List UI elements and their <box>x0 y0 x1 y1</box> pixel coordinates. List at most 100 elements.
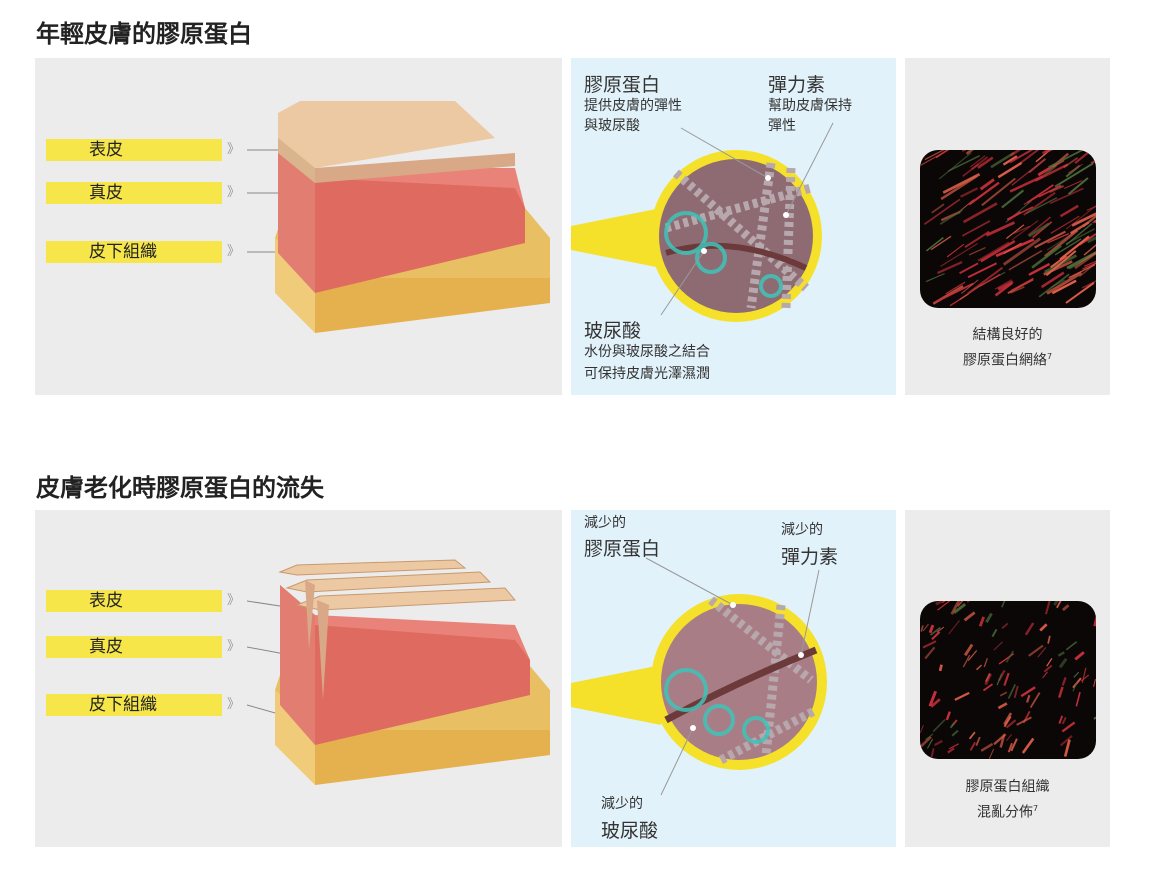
caption-line-1: 膠原蛋白組織 <box>965 779 1050 795</box>
collagen-fiber-streak <box>1001 622 1009 629</box>
collagen-fiber-streak <box>1048 150 1084 168</box>
collagen-fiber-streak <box>920 735 932 749</box>
collagen-fiber-streak <box>1020 686 1036 698</box>
collagen-fiber-streak <box>1074 651 1085 661</box>
collagen-fiber-streak <box>932 718 946 733</box>
collagen-fiber-streak <box>1009 150 1034 164</box>
collagen-fiber-streak <box>930 698 941 708</box>
collagen-fiber-streak <box>1007 684 1016 699</box>
collagen-fiber-streak <box>968 246 986 256</box>
collagen-fiber-streak <box>951 729 959 737</box>
collagen-fiber-streak <box>938 152 972 180</box>
section-title-young: 年輕皮膚的膠原蛋白 <box>36 20 252 48</box>
collagen-fiber-streak <box>1005 650 1015 663</box>
collagen-fiber-streak <box>1027 216 1052 237</box>
collagen-fiber-streak <box>941 601 946 604</box>
collagen-fiber-streak <box>1039 623 1048 632</box>
collagen-fiber-streak <box>966 601 971 603</box>
collagen-fiber-streak <box>1054 162 1094 188</box>
collagen-fiber-streak <box>920 625 924 632</box>
collagen-fiber-streak <box>961 220 991 237</box>
collagen-fiber-streak <box>1059 734 1073 747</box>
collagen-fiber-streak <box>1061 721 1076 733</box>
collagen-fiber-streak <box>1028 262 1051 276</box>
collagen-fiber-streak <box>985 221 1016 237</box>
collagen-fiber-streak <box>999 691 1008 697</box>
collagen-fiber-streak <box>1086 205 1096 212</box>
collagen-fiber-streak <box>928 624 935 634</box>
collagen-prefix: 減少的 <box>584 515 626 531</box>
collagen-fiber-streak <box>1058 715 1064 724</box>
collagen-fiber-streak <box>1009 174 1044 193</box>
collagen-fiber-streak <box>1006 734 1013 742</box>
collagen-fiber-streak <box>1065 641 1078 651</box>
collagen-fiber-streak <box>1056 601 1062 609</box>
chevron-icon: 》 <box>227 593 241 608</box>
collagen-fiber-streak <box>1043 260 1073 276</box>
micrograph-panel: 結構良好的 膠原蛋白網絡7 <box>905 58 1110 395</box>
caption-text: 膠原蛋白網絡 <box>962 352 1047 369</box>
collagen-fiber-streak <box>1061 716 1067 725</box>
collagen-fiber-streak <box>962 202 998 224</box>
collagen-fiber-streak <box>1008 250 1043 271</box>
collagen-fiber-streak <box>995 238 1035 258</box>
collagen-fiber-streak <box>999 734 1006 748</box>
collagen-fiber-streak <box>1003 672 1010 686</box>
collagen-fiber-streak <box>1038 184 1062 198</box>
collagen-fiber-streak <box>996 673 1003 686</box>
section-title-aging: 皮膚老化時膠原蛋白的流失 <box>36 474 324 502</box>
collagen-fiber-streak <box>980 240 1016 263</box>
collagen-fiber-streak <box>956 601 964 607</box>
collagen-fiber-streak <box>945 281 966 295</box>
collagen-fiber-streak <box>1003 242 1022 255</box>
collagen-fiber-streak <box>925 273 945 283</box>
collagen-fiber-streak <box>1007 742 1013 753</box>
collagen-fiber-streak <box>929 626 941 636</box>
collagen-desc-1: 提供皮膚的彈性 <box>584 98 682 114</box>
collagen-fiber-streak <box>1003 712 1013 726</box>
collagen-fiber-streak <box>925 733 934 741</box>
collagen-fiber-streak <box>965 150 974 155</box>
collagen-fiber-streak <box>1050 215 1080 234</box>
hyaluronic-title: 玻尿酸 <box>584 320 642 342</box>
collagen-fiber-streak <box>994 279 1012 290</box>
collagen-fiber-streak <box>1006 211 1022 222</box>
collagen-fiber-streak <box>1001 189 1025 209</box>
collagen-fiber-streak <box>939 209 963 225</box>
collagen-fiber-streak <box>1074 251 1096 270</box>
hyaluronic-desc-1: 水份與玻尿酸之結合 <box>584 344 710 360</box>
collagen-fiber-streak <box>1049 187 1084 205</box>
collagen-fiber-streak <box>1079 232 1096 246</box>
chevron-icon: 》 <box>227 697 241 712</box>
layer-label-epidermis: 表皮 <box>46 139 222 161</box>
collagen-fiber-streak <box>970 156 989 171</box>
collagen-fiber-streak <box>1075 691 1081 707</box>
collagen-fiber-streak <box>979 273 1001 287</box>
footnote-marker: 7 <box>1032 804 1039 813</box>
collagen-fiber-streak <box>977 241 1010 262</box>
collagen-fiber-streak <box>1013 225 1031 235</box>
collagen-fiber-streak <box>1059 204 1079 218</box>
collagen-fiber-streak <box>1093 614 1096 627</box>
collagen-fiber-streak <box>1064 180 1083 189</box>
collagen-fiber-streak <box>991 628 998 638</box>
collagen-fiber-streak <box>1054 238 1082 256</box>
layer-label-subcutis: 皮下組織 <box>46 694 222 716</box>
collagen-fiber-streak <box>981 177 1016 207</box>
collagen-fiber-streak <box>1011 159 1045 186</box>
elastin-prefix: 減少的 <box>781 522 823 538</box>
collagen-fiber-streak <box>931 631 941 641</box>
layer-label-dermis: 真皮 <box>46 182 222 204</box>
collagen-fiber-streak <box>1028 644 1044 657</box>
collagen-fiber-streak <box>930 235 952 251</box>
elastin-title: 彈力素 <box>781 546 839 568</box>
collagen-fiber-streak <box>961 279 979 294</box>
wrinkled-skin-block-illustration <box>246 559 550 785</box>
collagen-fiber-streak <box>1038 273 1070 298</box>
layer-label-subcutis: 皮下組織 <box>46 241 222 263</box>
chevron-icon: 》 <box>227 142 241 157</box>
collagen-fiber-streak <box>985 612 993 624</box>
collagen-fiber-streak <box>1044 601 1051 615</box>
collagen-fiber-streak <box>1057 651 1065 657</box>
